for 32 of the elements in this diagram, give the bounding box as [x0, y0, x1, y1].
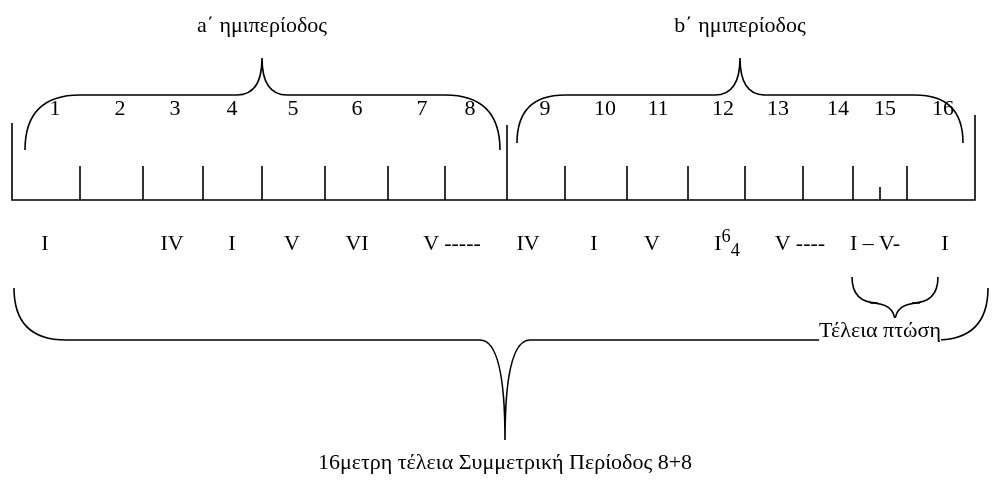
chord-symbol: VI	[345, 230, 369, 256]
measure-number: 7	[416, 95, 428, 121]
measure-number: 15	[874, 95, 896, 121]
chord-symbol: I	[590, 230, 598, 256]
period-label: 16μετρη τέλεια Συμμετρική Περίοδος 8+8	[317, 449, 693, 475]
chord-symbol: I	[941, 230, 949, 256]
cadence-label: Τέλεια πτώση	[819, 317, 941, 343]
chord-symbol: I	[228, 230, 236, 256]
chord-symbol: I – V-	[849, 230, 901, 256]
chord-symbol: V ----	[774, 230, 826, 256]
chord-symbol: IV	[516, 230, 540, 256]
section-label: b΄ ημιπερίοδος	[674, 12, 806, 38]
measure-number: 5	[287, 95, 299, 121]
measure-number: 2	[114, 95, 126, 121]
measure-number: 11	[647, 95, 669, 121]
measure-number: 3	[169, 95, 181, 121]
measure-number: 1	[49, 95, 61, 121]
measure-number: 16	[932, 95, 954, 121]
chord-symbol: I	[41, 230, 49, 256]
measure-number: 13	[767, 95, 789, 121]
measure-number: 4	[226, 95, 238, 121]
chord-symbol: V	[284, 230, 300, 256]
chord-symbol: V -----	[423, 230, 481, 256]
measure-number: 8	[464, 95, 476, 121]
measure-number: 12	[712, 95, 734, 121]
section-label: a΄ ημιπερίοδος	[196, 12, 328, 38]
chord-symbol: V	[644, 230, 660, 256]
measure-number: 14	[827, 95, 849, 121]
measure-number: 6	[351, 95, 363, 121]
measure-number: 9	[539, 95, 551, 121]
measure-number: 10	[594, 95, 616, 121]
chord-symbol: IV	[160, 230, 184, 256]
